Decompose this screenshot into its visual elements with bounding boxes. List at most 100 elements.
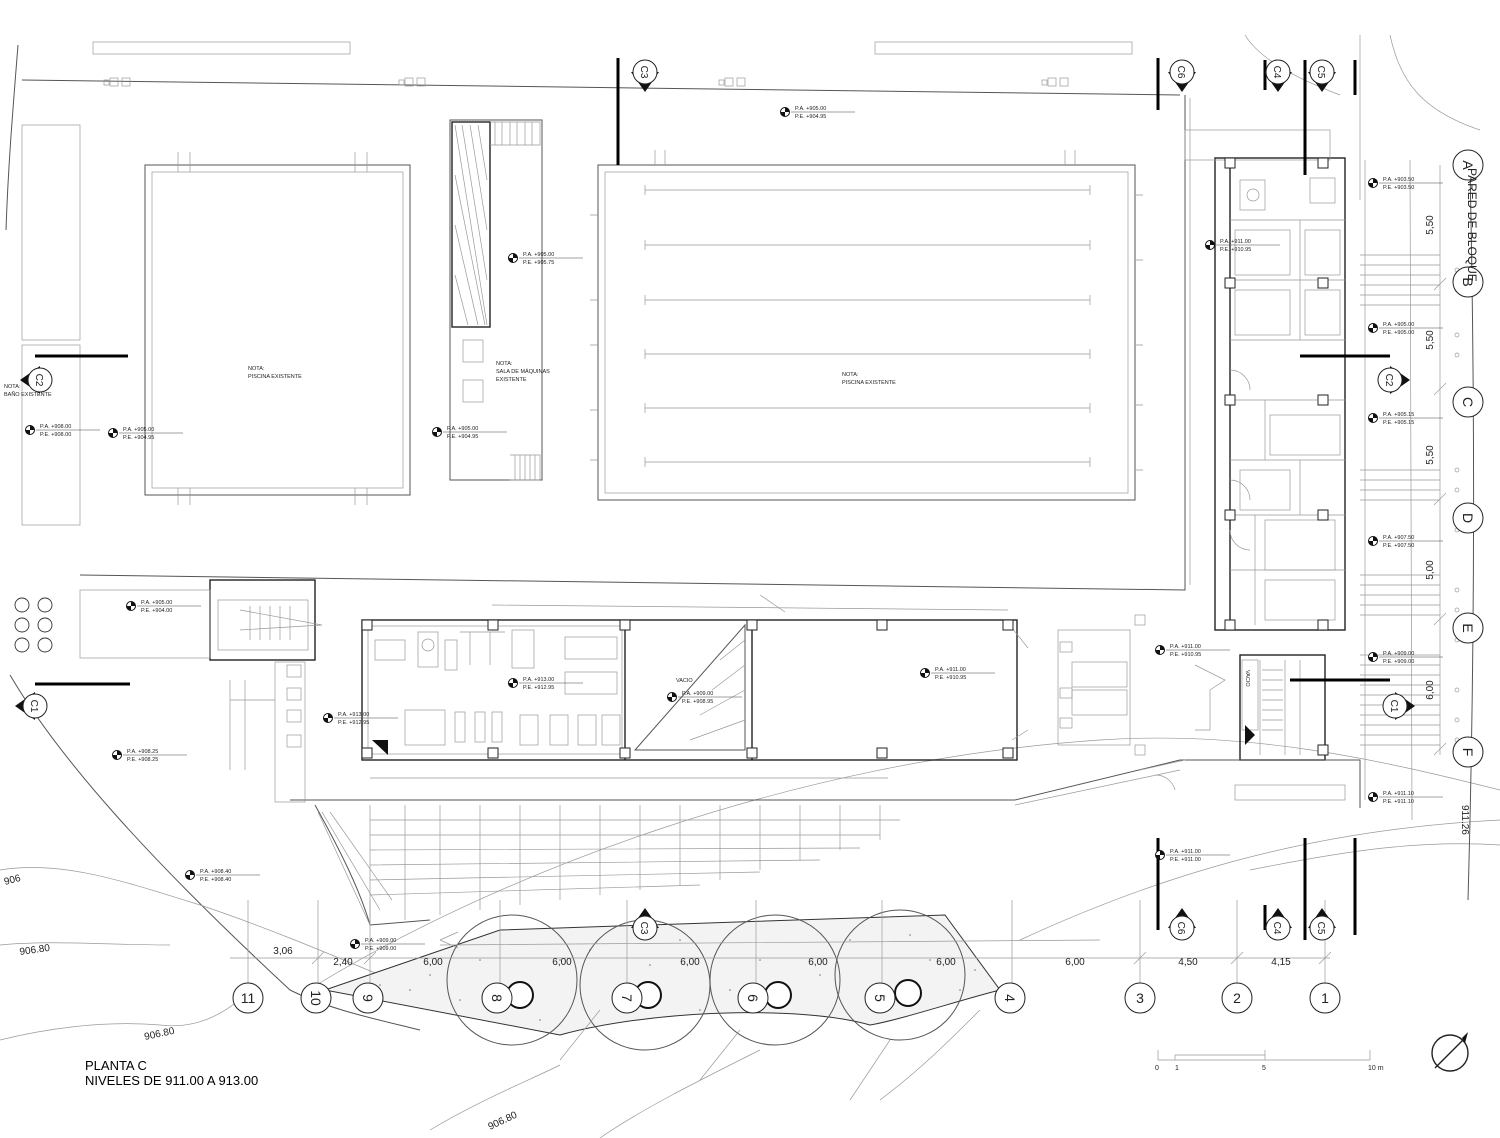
level-pa: P.A. +907.50	[1383, 535, 1414, 541]
level-pe: P.E. +908.00	[40, 432, 71, 438]
level-marker: P.A. +905.00P.E. +904.00	[126, 600, 201, 614]
section-label: C3	[638, 922, 649, 935]
note-void-stair: VACIO	[1244, 670, 1250, 687]
dimension-text: 6,00	[552, 957, 572, 968]
grid-bubble-column: 2	[1221, 982, 1253, 1014]
level-marker: P.A. +913.00P.E. +912.95	[323, 712, 398, 726]
grid-column-label: 9	[360, 994, 376, 1002]
section-label: C6	[1175, 922, 1186, 935]
section-marker: C3	[631, 59, 659, 92]
section-label: C2	[1383, 374, 1394, 387]
level-marker: P.A. +909.00P.E. +908.95	[667, 691, 742, 705]
level-pa: P.A. +905.00	[447, 426, 478, 432]
section-marker: C6	[1168, 59, 1196, 92]
level-marker: P.A. +905.00P.E. +904.95	[780, 106, 855, 120]
grid-column-label: 10	[308, 990, 324, 1006]
scale-bar: 0 1 5 10 m	[1155, 1050, 1384, 1072]
section-label: C1	[28, 700, 39, 713]
note-machines-3: EXISTENTE	[496, 377, 527, 383]
level-pa: P.A. +903.50	[1383, 177, 1414, 183]
dimension-text: 6,00	[1065, 957, 1085, 968]
dimension-text: 6,00	[1425, 680, 1436, 700]
level-pa: P.A. +905.00	[123, 427, 154, 433]
note-bath-1: NOTA:	[4, 384, 21, 390]
grid-column-label: 4	[1002, 994, 1018, 1002]
grid-row-label: A	[1460, 160, 1476, 170]
tree-planter	[323, 909, 1101, 1101]
grid-column-label: 3	[1136, 990, 1144, 1006]
level-marker: P.A. +909.00P.E. +909.00	[350, 938, 425, 952]
machine-room	[449, 119, 543, 481]
level-marker: P.A. +911.00P.E. +911.00	[1155, 849, 1230, 863]
section-label: C5	[1315, 66, 1326, 79]
level-pe: P.E. +904.00	[141, 608, 172, 614]
level-pe: P.E. +905.15	[1383, 420, 1414, 426]
level-marker: P.A. +911.10P.E. +911.10	[1368, 791, 1443, 805]
dimension-text: 5,50	[1425, 330, 1436, 350]
dimension-text: 6,00	[680, 957, 700, 968]
note-machines-2: SALA DE MÁQUINAS	[496, 368, 550, 375]
level-pe: P.E. +908.95	[682, 699, 713, 705]
outdoor-stairs	[290, 759, 1361, 926]
left-stairwell	[79, 579, 323, 803]
level-marker: P.A. +908.25P.E. +908.25	[112, 749, 187, 763]
level-pe: P.E. +910.95	[1170, 652, 1201, 658]
dimension-texts-right: 5,505,505,505,006,00	[1425, 215, 1436, 700]
level-marker: P.A. +903.50P.E. +903.50	[1368, 177, 1443, 191]
dimension-text: 6,00	[423, 957, 443, 968]
contour-label-3: 906.80	[143, 1026, 176, 1043]
contour-lines	[0, 674, 1500, 1138]
service-columns	[1224, 157, 1329, 756]
level-marker: P.A. +911.00P.E. +910.95	[1205, 239, 1280, 253]
level-marker: P.A. +905.00P.E. +905.00	[1368, 322, 1443, 336]
grid-bubble-column: 3	[1124, 982, 1156, 1014]
light-fixtures	[103, 77, 1069, 87]
level-pe: P.E. +910.95	[935, 675, 966, 681]
scale-0: 0	[1155, 1065, 1159, 1072]
section-marker: C4	[1264, 59, 1292, 92]
grid-bubble-row: C	[1452, 386, 1484, 418]
dimension-text: 6,00	[808, 957, 828, 968]
gym-columns	[361, 619, 1014, 759]
section-marker: C5	[1308, 908, 1336, 941]
grid-bubble-row: F	[1452, 736, 1484, 768]
contour-label-1: 906	[3, 873, 22, 888]
section-label: C5	[1315, 922, 1326, 935]
grid-row-label: D	[1460, 513, 1476, 523]
grid-bubble-column: 11	[232, 982, 264, 1014]
level-pe: P.E. +908.25	[127, 757, 158, 763]
section-marker: C2	[1377, 366, 1410, 394]
level-pe: P.E. +904.95	[795, 114, 826, 120]
section-marker: C1	[15, 692, 48, 720]
note-pool-left-2: PISCINA EXISTENTE	[248, 374, 302, 380]
level-pa: P.A. +905.00	[1383, 322, 1414, 328]
contour-label-5: 911.26	[1459, 805, 1470, 835]
grid-bubble-column: 4	[994, 982, 1026, 1014]
level-pe: P.E. +909.00	[365, 946, 396, 952]
level-pe: P.E. +912.95	[338, 720, 369, 726]
section-marker: C6	[1168, 908, 1196, 941]
level-pa: P.A. +909.00	[1383, 651, 1414, 657]
section-label: C2	[33, 374, 44, 387]
grid-column-label: 6	[745, 994, 761, 1002]
grid-row-label: E	[1460, 623, 1476, 632]
level-marker: P.A. +905.00P.E. +905.75	[508, 252, 583, 266]
dimension-text: 4,15	[1271, 957, 1291, 968]
level-pa: P.A. +911.00	[935, 667, 966, 673]
section-marker: C5	[1308, 59, 1336, 92]
note-pool-right-1: NOTA:	[842, 372, 859, 378]
level-pa: P.A. +905.00	[141, 600, 172, 606]
grid-row-label: B	[1460, 277, 1476, 286]
level-marker: P.A. +905.00P.E. +904.95	[108, 427, 183, 441]
scale-5: 5	[1262, 1065, 1266, 1072]
dimension-text: 5,00	[1425, 560, 1436, 580]
note-pool-left-1: NOTA:	[248, 366, 265, 372]
dimension-text: 3,06	[273, 946, 293, 957]
contour-label-2: 906.80	[19, 943, 51, 958]
level-pe: P.E. +903.50	[1383, 185, 1414, 191]
grid-column-label: 5	[872, 994, 888, 1002]
level-marker: P.A. +911.00P.E. +910.95	[920, 667, 995, 681]
